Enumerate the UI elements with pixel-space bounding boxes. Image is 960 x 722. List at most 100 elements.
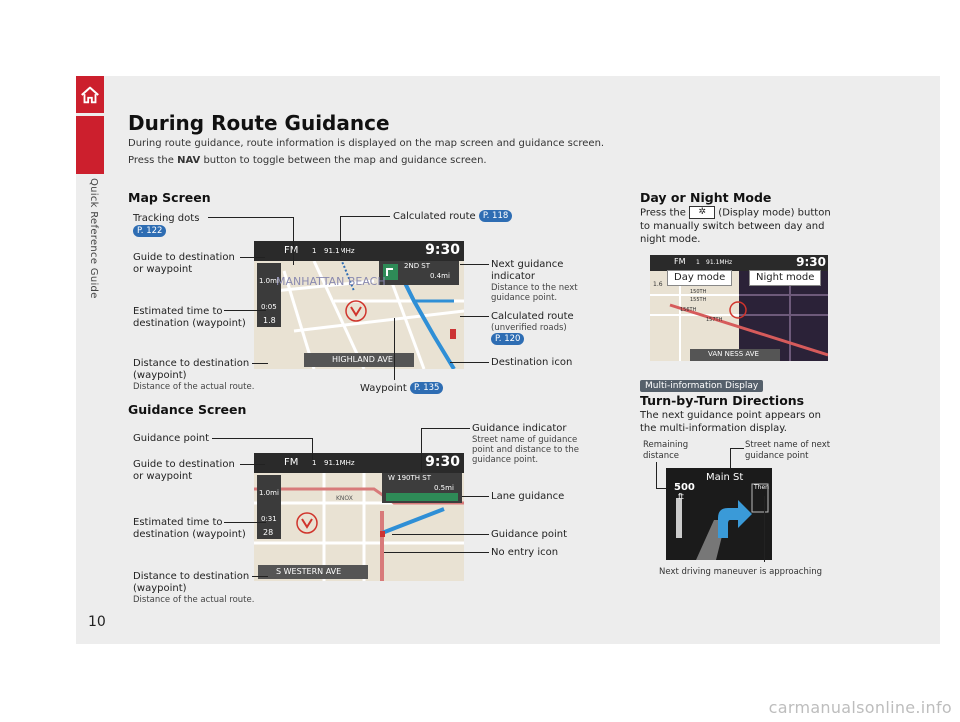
page-title: During Route Guidance [128, 111, 390, 135]
footer-watermark[interactable]: carmanualsonline.info [768, 698, 952, 717]
map-side-dist: 1.8 [263, 316, 276, 325]
label-calc-route: Calculated route P. 118 [393, 210, 513, 223]
label-guidance-point-2: Guidance point [491, 529, 568, 540]
label-guidance-indicator: Guidance indicator Street name of guidan… [472, 423, 579, 465]
ref-badge-135[interactable]: P. 135 [409, 382, 444, 394]
leader-desticon [450, 362, 489, 363]
label-dist-dest-map: Distance to destination(waypoint) Distan… [133, 358, 255, 392]
ref-badge-122[interactable]: P. 122 [133, 225, 167, 237]
map-next-dist: 0.4mi [430, 272, 450, 280]
map-side-top: 1.0mi [259, 277, 279, 285]
leader-guide [240, 257, 265, 258]
leader-gpoint-v [312, 438, 313, 460]
mid-distance: 500 [674, 482, 695, 493]
map-bg-text: MANHATTAN BEACH [276, 275, 386, 288]
leader-street [730, 448, 731, 472]
sidebar-label: Quick Reference Guide [88, 178, 99, 299]
leader-remaining [656, 462, 657, 488]
map-next-street: 2ND ST [404, 262, 431, 270]
night-mode-tag: Night mode [749, 270, 822, 286]
day-mode-tag: Day mode [667, 270, 733, 286]
display-mode-button-icon: ✲ [689, 206, 716, 219]
home-icon [81, 86, 99, 103]
mid-tag: Multi-information Display [640, 380, 764, 392]
leader-gpoint [212, 438, 312, 439]
guid-band: FM [284, 457, 299, 468]
leader-dist-g [252, 576, 268, 577]
map-screen-heading: Map Screen [128, 190, 211, 205]
dn-st1: 150TH [690, 289, 707, 295]
leader-tracking-v [293, 217, 294, 265]
leader-noentry [384, 552, 489, 553]
guid-side-time: 0:31 [261, 515, 277, 523]
day-night-heading: Day or Night Mode [640, 190, 772, 205]
guid-side-dist: 28 [263, 528, 274, 537]
leader-gind-v [421, 428, 422, 472]
guidance-screen-image: FM 1 91.1MHz 9:30 W 190TH ST 0.5mi KNOX … [254, 453, 464, 581]
multi-info-display: Main St 500 ft Then [666, 468, 772, 560]
label-guidance-point: Guidance point [133, 433, 210, 444]
map-band: FM [284, 245, 299, 256]
map-screen-image: FM 1 91.1MHz 9:30 MANHATTAN BEACH 2ND ST… [254, 241, 464, 369]
dn-side-top: 1.6 [653, 281, 663, 288]
intro-text: During route guidance, route information… [128, 135, 604, 169]
leader-eta [224, 310, 266, 311]
leader-waypoint [394, 318, 395, 380]
leader-calc-v [340, 216, 341, 256]
guid-knox: KNOX [336, 495, 353, 502]
map-side-time: 0:05 [261, 303, 277, 311]
leader-guide-g [240, 464, 265, 465]
dn-st3: 156TH [680, 307, 697, 313]
home-button[interactable] [76, 76, 104, 113]
leader-street-h [730, 448, 744, 449]
guid-next-street: W 190TH ST [388, 474, 431, 482]
leader-lane [462, 496, 489, 497]
leader-gpoint2 [392, 534, 489, 535]
leader-calc [340, 216, 390, 217]
turn-by-turn-heading: Turn-by-Turn Directions [640, 393, 805, 408]
ref-badge-118[interactable]: P. 118 [478, 210, 513, 222]
label-calc-unverified: Calculated route (unverified roads) P. 1… [491, 311, 574, 345]
mid-then: Then [754, 484, 769, 491]
ref-badge-120[interactable]: P. 120 [491, 333, 525, 345]
label-no-entry: No entry icon [491, 547, 559, 558]
intro-line-1: During route guidance, route information… [128, 138, 605, 149]
leader-eta-g [224, 522, 266, 523]
guid-freq: 91.1MHz [324, 459, 355, 467]
map-channel: 1 [312, 247, 317, 255]
dn-st4: 157TH [706, 317, 723, 323]
label-dest-icon: Destination icon [491, 357, 573, 368]
dn-channel: 1 [696, 259, 700, 266]
guid-street-overlay: S WESTERN AVE [276, 567, 342, 576]
guid-channel: 1 [312, 459, 317, 467]
nav-button-label: NAV [177, 155, 201, 166]
guid-clock: 9:30 [425, 454, 460, 470]
mid-street: Main St [706, 472, 744, 483]
guid-side-top: 1.0mi [259, 489, 279, 497]
guidance-screen-heading: Guidance Screen [128, 402, 247, 417]
label-waypoint: Waypoint P. 135 [360, 382, 444, 395]
guid-next-dist: 0.5mi [434, 484, 454, 492]
dn-freq: 91.1MHz [706, 259, 733, 266]
label-dist-dest-g: Distance to destination(waypoint) Distan… [133, 571, 255, 605]
dn-st2: 155TH [690, 297, 707, 303]
intro-pre: Press the [128, 155, 178, 166]
label-next-maneuver: Next driving maneuver is approaching [659, 567, 822, 577]
leader-maneuver [764, 496, 765, 562]
leader-unverified [460, 316, 489, 317]
map-freq: 91.1MHz [324, 247, 355, 255]
section-indicator [76, 116, 104, 174]
day-night-body: Press the ✲ (Display mode) button to man… [640, 206, 831, 245]
dn-clock: 9:30 [796, 255, 826, 269]
intro-post: button to toggle between the map and gui… [200, 155, 487, 166]
mid-unit: ft [678, 492, 684, 501]
page-number: 10 [88, 614, 106, 630]
intro-line-2: Press the NAV button to toggle between t… [128, 152, 604, 169]
